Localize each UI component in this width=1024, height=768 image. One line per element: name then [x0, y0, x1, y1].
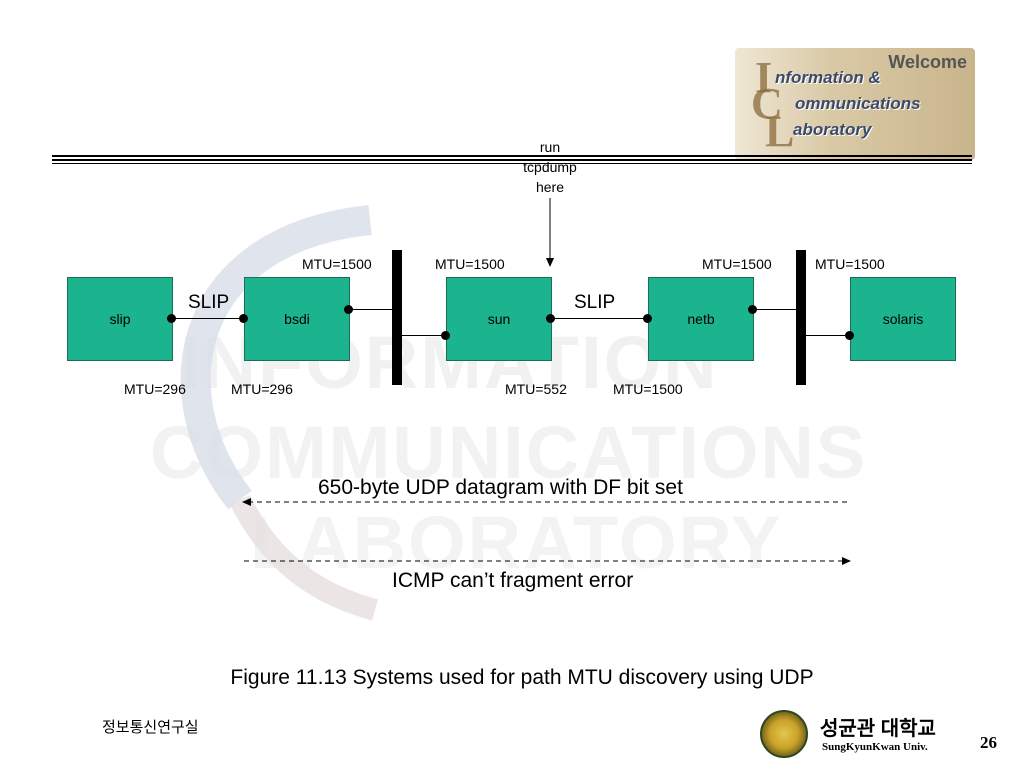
header-rule-top — [52, 155, 972, 157]
logo-letter-i: I — [755, 53, 773, 102]
host-solaris: solaris — [850, 277, 956, 361]
interface-dot — [748, 305, 757, 314]
tcpdump-arrow — [546, 198, 554, 267]
interface-dot — [239, 314, 248, 323]
interface-dot — [441, 331, 450, 340]
lab-logo: I C L Welcome nformation & ommunications… — [735, 48, 975, 160]
header-rule-mid — [52, 159, 972, 161]
interface-dot — [167, 314, 176, 323]
slip-link-left — [171, 318, 244, 319]
logo-line-communications: ommunications — [795, 94, 921, 113]
slip-label-left: SLIP — [188, 292, 230, 313]
host-sun: sun — [446, 277, 552, 361]
lab-name: 정보통신연구실 — [102, 719, 199, 736]
host-label: netb — [687, 311, 715, 327]
ethernet-segment-right — [796, 250, 806, 385]
icmp-error-arrow — [244, 557, 851, 565]
host-label: sun — [487, 311, 511, 327]
slip-label-right: SLIP — [574, 292, 616, 313]
mtu-label-solaris-ethernet: MTU=1500 — [815, 256, 885, 272]
icmp-error-label: ICMP can’t fragment error — [392, 569, 634, 592]
mtu-label-sun-slip: MTU=552 — [505, 381, 567, 397]
slip-link-right — [550, 318, 648, 319]
host-slip: slip — [67, 277, 173, 361]
host-netb: netb — [648, 277, 754, 361]
mtu-label-bsdi-slip: MTU=296 — [231, 381, 293, 397]
tcpdump-label-line3: here — [535, 179, 565, 195]
logo-letter-l: L — [765, 107, 795, 156]
header-rule-bottom — [52, 163, 972, 164]
logo-letter-c: C — [751, 79, 783, 128]
tcpdump-label-line1: run — [539, 139, 561, 155]
watermark-curve — [180, 205, 379, 621]
udp-datagram-arrow — [242, 498, 850, 506]
interface-dot — [845, 331, 854, 340]
mtu-label-netb-slip: MTU=1500 — [613, 381, 683, 397]
interface-dot — [546, 314, 555, 323]
mtu-label-netb-ethernet: MTU=1500 — [702, 256, 772, 272]
host-bsdi: bsdi — [244, 277, 350, 361]
host-label: solaris — [882, 311, 924, 327]
university-name-korean: 성균관 대학교 — [820, 718, 936, 740]
solaris-ethernet-link — [804, 335, 850, 336]
ethernet-segment-left — [392, 250, 402, 385]
host-label: slip — [109, 311, 131, 327]
netb-ethernet-link — [752, 309, 798, 310]
logo-line-information: nformation & — [775, 68, 881, 87]
bsdi-ethernet-link — [348, 309, 394, 310]
university-seal-icon — [760, 710, 808, 758]
logo-line-laboratory: aboratory — [793, 120, 872, 139]
interface-dot — [643, 314, 652, 323]
tcpdump-label-line2: tcpdump — [523, 159, 577, 175]
sun-ethernet-link — [400, 335, 446, 336]
mtu-label-sun-ethernet: MTU=1500 — [435, 256, 505, 272]
interface-dot — [344, 305, 353, 314]
watermark-text: COMMUNICATIONS — [150, 411, 868, 494]
mtu-label-slip-slip: MTU=296 — [124, 381, 186, 397]
figure-caption: Figure 11.13 Systems used for path MTU d… — [230, 666, 814, 689]
udp-datagram-label: 650-byte UDP datagram with DF bit set — [318, 476, 683, 499]
page-number: 26 — [980, 733, 997, 752]
host-label: bsdi — [284, 311, 310, 327]
watermark-text: LABORATORY — [250, 501, 783, 584]
logo-welcome: Welcome — [888, 52, 967, 72]
mtu-label-bsdi-ethernet: MTU=1500 — [302, 256, 372, 272]
university-name-english: SungKyunKwan Univ. — [822, 741, 928, 753]
